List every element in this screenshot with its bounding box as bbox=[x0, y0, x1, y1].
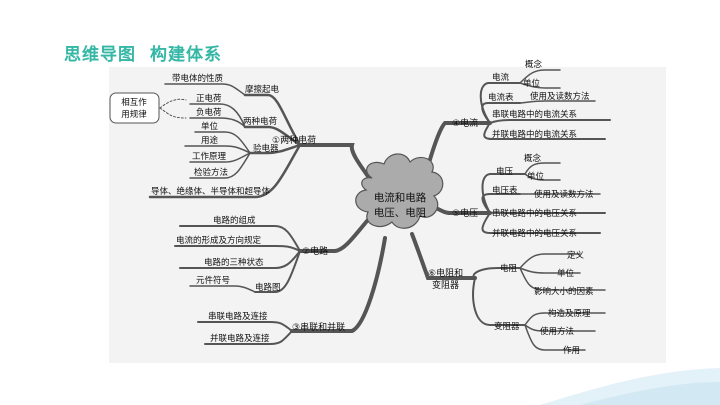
voltage-meter: 电压表 bbox=[492, 185, 518, 196]
decorative-wave bbox=[540, 368, 720, 405]
electroscope-method: 检验方法 bbox=[194, 167, 228, 178]
branch-series-parallel: ③串联和并联 bbox=[292, 321, 345, 333]
charge-friction-item: 带电体的性质 bbox=[172, 73, 224, 84]
voltage-sub: 电压 bbox=[496, 166, 514, 177]
branch-resistance-line2: 变阻器 bbox=[432, 279, 459, 291]
electroscope-principle: 工作原理 bbox=[192, 151, 227, 162]
charge-positive: 正电荷 bbox=[196, 93, 222, 104]
electroscope-unit: 单位 bbox=[201, 121, 219, 132]
title-mind-map: 思维导图 bbox=[64, 45, 136, 65]
circuit-current-direction: 电流的形成及方向规定 bbox=[176, 235, 262, 246]
current-meter-usage: 使用及读数方法 bbox=[530, 91, 590, 102]
voltage-unit: 单位 bbox=[527, 171, 545, 182]
rheostat: 变阻器 bbox=[494, 321, 520, 332]
note-line1: 相互作 bbox=[121, 97, 147, 108]
current-concept: 概念 bbox=[525, 59, 543, 70]
branch-current: ④电流 bbox=[452, 117, 478, 129]
center-cloud bbox=[355, 153, 444, 229]
circuit-three-states: 电路的三种状态 bbox=[204, 257, 264, 268]
center-label-line2: 电压、电阻 bbox=[374, 206, 427, 219]
rheostat-usage: 使用方法 bbox=[540, 326, 574, 337]
voltage-series: 串联电路中的电压关系 bbox=[492, 208, 577, 219]
circuit-symbols: 元件符号 bbox=[196, 275, 230, 286]
voltage-meter-usage: 使用及读数方法 bbox=[534, 189, 594, 200]
charge-friction: 摩擦起电 bbox=[245, 84, 280, 95]
circuit-composition: 电路的组成 bbox=[213, 215, 256, 226]
current-series: 串联电路中的电流关系 bbox=[492, 109, 577, 120]
note-line2: 用规律 bbox=[121, 109, 147, 120]
note-box bbox=[109, 92, 160, 124]
branch-resistance-line1: ⑥电阻和 bbox=[428, 267, 463, 279]
charge-electroscope: 验电器 bbox=[253, 143, 279, 154]
page-title: 思维导图构建体系 bbox=[64, 40, 222, 65]
charge-materials: 导体、绝缘体、半导体和超导体 bbox=[151, 186, 271, 197]
branch-circuit: ②电路 bbox=[302, 245, 328, 257]
current-unit: 单位 bbox=[523, 78, 541, 89]
branch-charge: ①两种电荷 bbox=[272, 134, 316, 146]
voltage-parallel: 并联电路中的电压关系 bbox=[492, 228, 577, 239]
rheostat-structure: 构造及原理 bbox=[548, 308, 591, 319]
center-label-line1: 电流和电路 bbox=[374, 191, 427, 204]
current-meter: 电流表 bbox=[488, 92, 514, 103]
resistor: 电阻 bbox=[500, 263, 518, 274]
charge-two-kinds: 两种电荷 bbox=[243, 116, 278, 127]
electroscope-use: 用途 bbox=[201, 135, 219, 146]
circuit-diagram: 电路图 bbox=[255, 282, 281, 293]
voltage-concept: 概念 bbox=[524, 153, 542, 164]
resistor-unit: 单位 bbox=[557, 268, 575, 279]
current-sub: 电流 bbox=[492, 72, 510, 83]
charge-negative: 负电荷 bbox=[196, 107, 222, 118]
connectors bbox=[148, 69, 611, 351]
resistor-definition: 定义 bbox=[567, 250, 585, 261]
rheostat-function: 作用 bbox=[563, 345, 580, 356]
resistor-factors: 影响大小的因素 bbox=[534, 286, 594, 297]
branch-voltage: ⑤电压 bbox=[452, 207, 478, 219]
series-connection: 串联电路及连接 bbox=[208, 311, 268, 322]
title-build-system: 构建体系 bbox=[150, 45, 222, 65]
parallel-connection: 并联电路及连接 bbox=[210, 333, 270, 344]
current-parallel: 并联电路中的电流关系 bbox=[492, 129, 577, 140]
